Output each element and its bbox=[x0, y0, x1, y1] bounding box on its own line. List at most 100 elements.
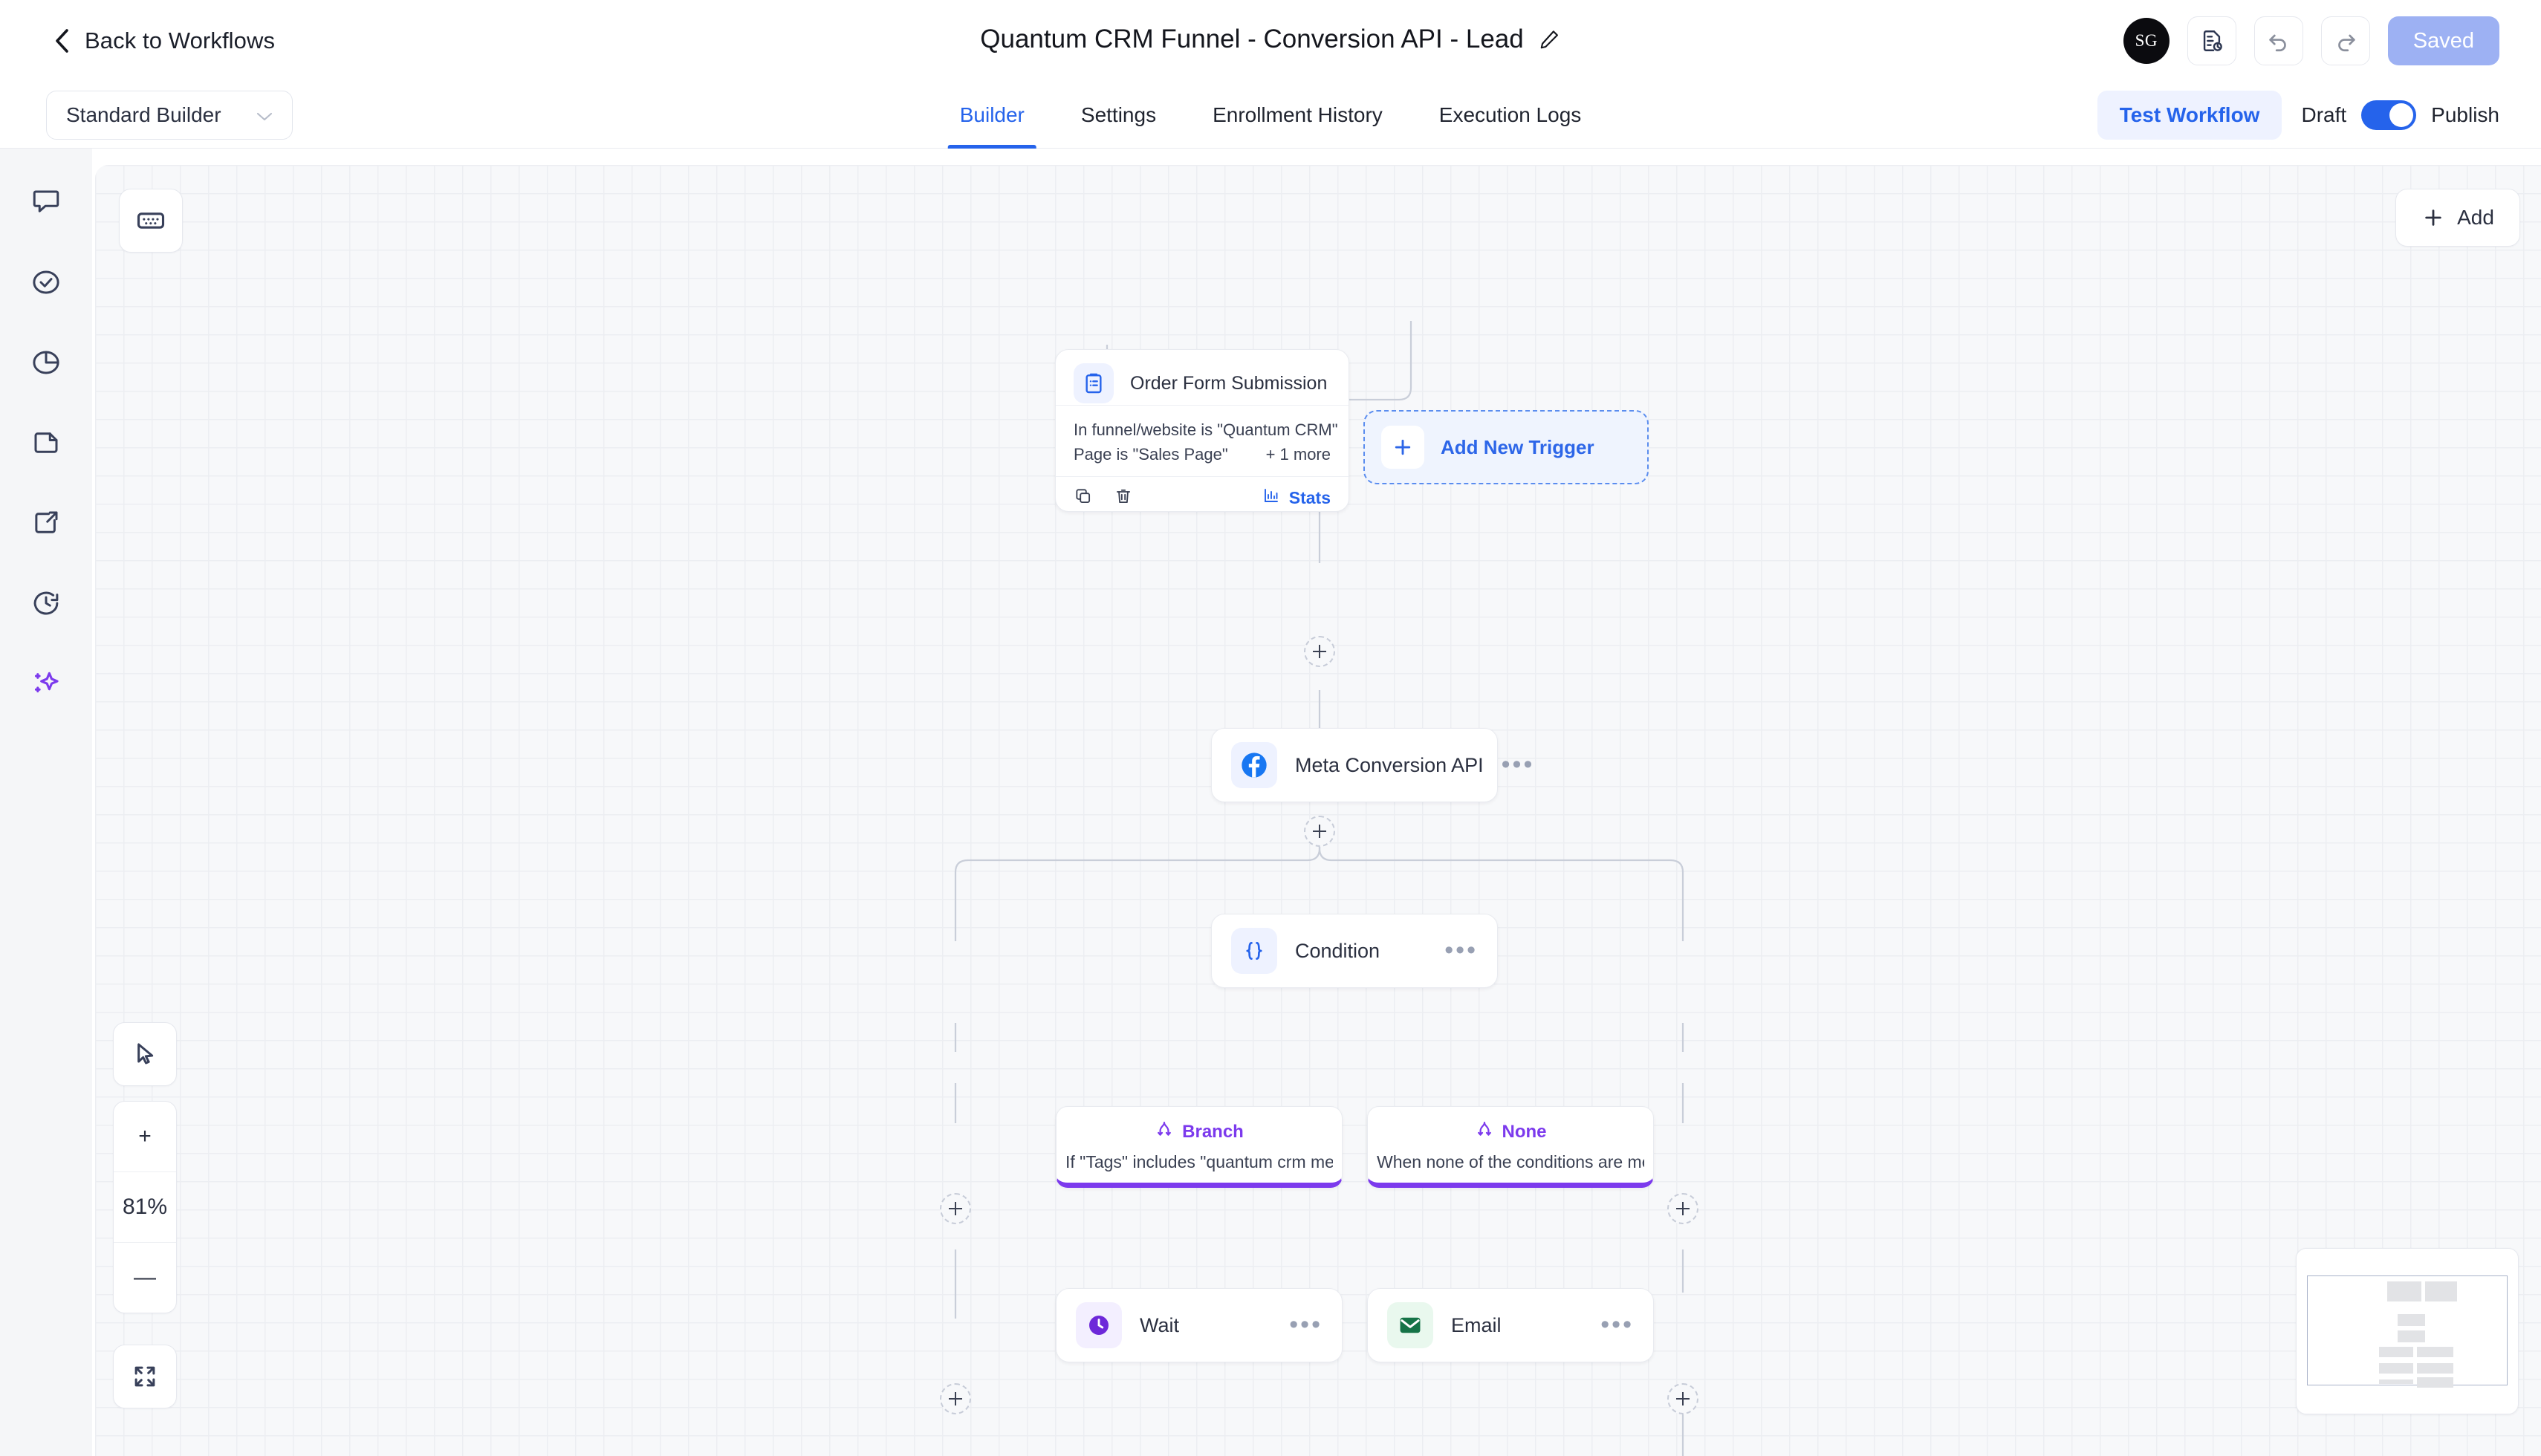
minimap-node bbox=[2387, 1281, 2421, 1301]
node-condition[interactable]: Condition ••• bbox=[1211, 914, 1498, 988]
tab-bar-actions: Test Workflow Draft Publish bbox=[2097, 90, 2499, 140]
back-to-workflows-link[interactable]: Back to Workflows bbox=[53, 27, 275, 54]
tab-enrollment-history[interactable]: Enrollment History bbox=[1213, 103, 1383, 126]
node-email-header: Email ••• bbox=[1368, 1289, 1653, 1362]
branch-card-none[interactable]: None When none of the conditions are met bbox=[1367, 1106, 1654, 1188]
add-node-handle-6[interactable] bbox=[1667, 1383, 1698, 1414]
builder-mode-value: Standard Builder bbox=[66, 103, 221, 126]
tab-builder[interactable]: Builder bbox=[932, 82, 1053, 149]
ai-sparkle-icon[interactable] bbox=[25, 663, 67, 704]
save-button[interactable]: Saved bbox=[2387, 16, 2499, 65]
minimap-node bbox=[2379, 1346, 2414, 1358]
tab-execution-logs[interactable]: Execution Logs bbox=[1438, 103, 1582, 126]
test-workflow-button[interactable]: Test Workflow bbox=[2097, 90, 2282, 140]
history-icon[interactable] bbox=[25, 582, 67, 624]
minimap-node bbox=[2417, 1346, 2453, 1358]
branch-yes-label: Branch bbox=[1182, 1121, 1244, 1142]
zoom-out-button[interactable]: — bbox=[134, 1265, 156, 1290]
zoom-controls: + 81% — bbox=[113, 1101, 177, 1313]
keyboard-icon[interactable] bbox=[119, 189, 183, 253]
pie-chart-icon[interactable] bbox=[25, 342, 67, 383]
branch-yes-header: Branch bbox=[1155, 1120, 1244, 1143]
avatar[interactable]: SG bbox=[2123, 18, 2170, 64]
minimap-node bbox=[2417, 1377, 2453, 1388]
document-icon[interactable] bbox=[25, 422, 67, 464]
redo-icon[interactable] bbox=[2320, 16, 2370, 65]
node-meta-menu-icon[interactable]: ••• bbox=[1501, 750, 1535, 779]
node-email-title: Email bbox=[1451, 1313, 1502, 1336]
node-wait-menu-icon[interactable]: ••• bbox=[1289, 1310, 1323, 1339]
minimap-node bbox=[2397, 1330, 2426, 1343]
fit-screen-icon[interactable] bbox=[113, 1345, 177, 1408]
minimap-node bbox=[2379, 1362, 2414, 1374]
tab-bar: Standard Builder Builder Settings Enroll… bbox=[0, 82, 2541, 149]
check-circle-icon[interactable] bbox=[25, 261, 67, 303]
minimap-node bbox=[2379, 1379, 2414, 1384]
stats-link[interactable]: Stats bbox=[1262, 487, 1331, 509]
add-node-handle-2[interactable] bbox=[1304, 816, 1335, 847]
bar-chart-icon bbox=[1262, 487, 1280, 509]
minimap-node bbox=[2425, 1281, 2457, 1301]
add-node-handle-3[interactable] bbox=[940, 1193, 971, 1224]
trigger-condition-2-row: Page is "Sales Page" + 1 more bbox=[1074, 442, 1331, 467]
external-link-icon[interactable] bbox=[25, 502, 67, 544]
node-meta-header: Meta Conversion API ••• bbox=[1212, 729, 1532, 802]
node-wait[interactable]: Wait ••• bbox=[1056, 1288, 1343, 1362]
top-bar: Back to Workflows Quantum CRM Funnel - C… bbox=[0, 0, 2541, 82]
trigger-card-order-form-submission[interactable]: Order Form Submission In funnel/website … bbox=[1055, 349, 1349, 512]
add-node-handle-5[interactable] bbox=[940, 1383, 971, 1414]
branch-none-subtitle: When none of the conditions are met bbox=[1377, 1152, 1644, 1171]
cursor-icon[interactable] bbox=[113, 1022, 177, 1086]
publish-label: Publish bbox=[2431, 103, 2499, 126]
chevron-left-icon bbox=[53, 28, 70, 53]
document-history-icon[interactable] bbox=[2187, 16, 2236, 65]
add-new-trigger-button[interactable]: Add New Trigger bbox=[1363, 410, 1649, 484]
branch-yes-subtitle: If "Tags" includes "quantum crm mens… bbox=[1065, 1152, 1333, 1171]
plus-icon bbox=[1381, 426, 1424, 469]
branch-none-label: None bbox=[1502, 1121, 1547, 1142]
clipboard-list-icon bbox=[1074, 363, 1114, 403]
tab-list: Builder Settings Enrollment History Exec… bbox=[932, 82, 1610, 149]
add-node-handle-4[interactable] bbox=[1667, 1193, 1698, 1224]
envelope-icon bbox=[1387, 1302, 1433, 1348]
code-braces-icon bbox=[1231, 928, 1277, 974]
pencil-icon[interactable] bbox=[1539, 28, 1561, 51]
workflow-title-group: Quantum CRM Funnel - Conversion API - Le… bbox=[980, 25, 1560, 54]
branch-card-tags[interactable]: Branch If "Tags" includes "quantum crm m… bbox=[1056, 1106, 1343, 1188]
flow-nodes: Order Form Submission In funnel/website … bbox=[95, 165, 2541, 1456]
zoom-divider-1 bbox=[114, 1171, 176, 1172]
publish-toggle-group: Draft Publish bbox=[2301, 100, 2499, 130]
trigger-conditions: In funnel/website is "Quantum CRM" Page … bbox=[1056, 405, 1349, 476]
minimap-viewport[interactable] bbox=[2307, 1275, 2508, 1388]
node-email-menu-icon[interactable]: ••• bbox=[1600, 1310, 1634, 1339]
minimap-node bbox=[2397, 1314, 2426, 1327]
node-meta-title: Meta Conversion API bbox=[1295, 753, 1484, 776]
zoom-level-label: 81% bbox=[122, 1195, 168, 1219]
facebook-icon bbox=[1231, 742, 1277, 788]
add-node-handle-1[interactable] bbox=[1304, 636, 1335, 667]
trash-icon[interactable] bbox=[1114, 487, 1133, 510]
trigger-action-icons bbox=[1074, 487, 1133, 510]
add-step-label: Add bbox=[2457, 206, 2494, 229]
publish-toggle[interactable] bbox=[2361, 100, 2417, 130]
workflow-canvas[interactable]: Add bbox=[95, 165, 2541, 1456]
trigger-more-count[interactable]: + 1 more bbox=[1265, 445, 1331, 464]
chat-icon[interactable] bbox=[25, 181, 67, 223]
branch-none-header: None bbox=[1475, 1120, 1547, 1143]
add-step-button[interactable]: Add bbox=[2395, 189, 2520, 247]
builder-mode-select[interactable]: Standard Builder bbox=[46, 90, 293, 140]
zoom-in-button[interactable]: + bbox=[138, 1124, 152, 1148]
node-condition-header: Condition ••• bbox=[1212, 914, 1497, 987]
node-meta-conversion-api[interactable]: Meta Conversion API ••• bbox=[1211, 728, 1532, 802]
trigger-card-header: Order Form Submission bbox=[1056, 350, 1349, 405]
undo-icon[interactable] bbox=[2253, 16, 2303, 65]
trigger-condition-2: Page is "Sales Page" bbox=[1074, 445, 1228, 464]
copy-icon[interactable] bbox=[1074, 487, 1093, 510]
node-email[interactable]: Email ••• bbox=[1367, 1288, 1654, 1362]
branch-icon bbox=[1475, 1120, 1494, 1143]
minimap[interactable] bbox=[2296, 1248, 2519, 1414]
tab-settings[interactable]: Settings bbox=[1080, 103, 1157, 126]
node-condition-menu-icon[interactable]: ••• bbox=[1444, 936, 1478, 965]
trigger-card-actions: Stats bbox=[1056, 475, 1349, 519]
